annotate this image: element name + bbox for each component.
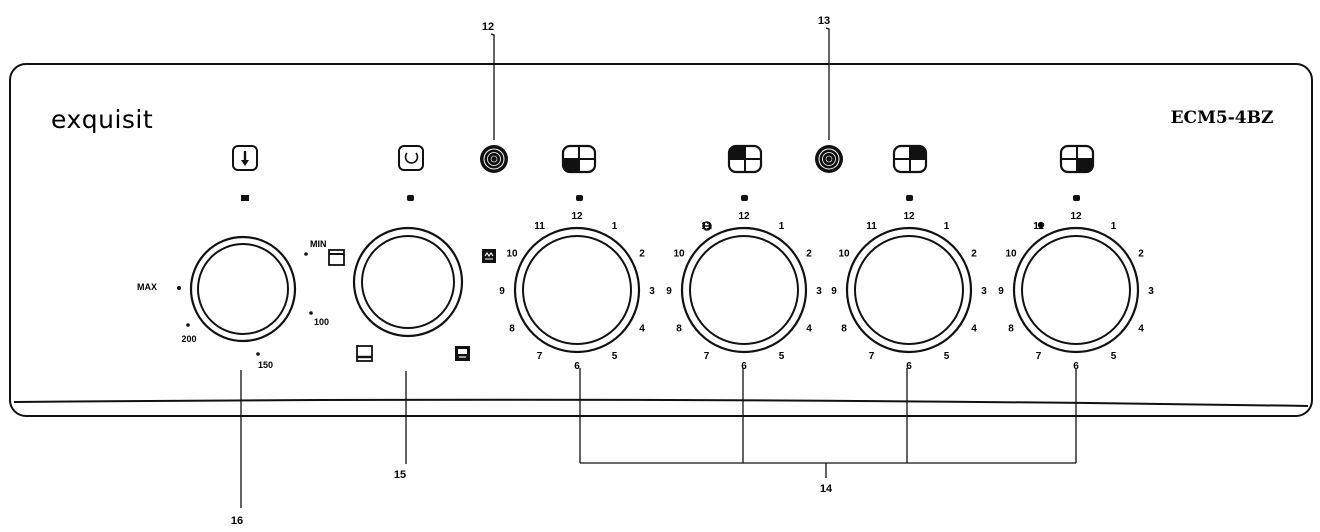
thermometer-icon: [232, 145, 258, 171]
callout-15: 15: [394, 469, 406, 481]
scale-number: 3: [649, 286, 655, 297]
scale-number: 4: [971, 324, 977, 335]
scale-number: 7: [869, 351, 875, 362]
scale-number: 10: [506, 249, 518, 260]
scale-number: 2: [639, 249, 645, 260]
thermostat-100-dot: [309, 311, 313, 315]
scale-number: 8: [676, 324, 682, 335]
scale-number: 12: [903, 211, 915, 222]
scale-number: 7: [537, 351, 543, 362]
leader-bracket-14: [579, 368, 1077, 478]
hotplate-knob-2[interactable]: [680, 226, 808, 354]
scale-number: 8: [509, 324, 515, 335]
scale-number: 1: [1111, 221, 1117, 232]
callout-14: 14: [820, 483, 833, 495]
scale-number: 1: [612, 221, 618, 232]
grill-function-icon: [482, 249, 496, 263]
scale-number: 9: [998, 286, 1004, 297]
indicator-mark-hotplate-1: [576, 195, 583, 201]
scale-number: 9: [831, 286, 837, 297]
callout-16: 16: [231, 515, 243, 527]
scale-number: 9: [666, 286, 672, 297]
thermostat-200-label: 200: [181, 334, 196, 344]
function-selector-knob[interactable]: [352, 226, 464, 338]
scale-number: 3: [981, 286, 987, 297]
callout-13: 13: [818, 15, 830, 27]
scale-number: 5: [612, 351, 618, 362]
scale-number: 12: [571, 211, 583, 222]
panel-bottom-edge: [13, 398, 1309, 407]
thermostat-min-dot: [304, 252, 308, 256]
scale-number: 4: [1138, 324, 1144, 335]
thermostat-100-label: 100: [314, 317, 329, 327]
hotplate-knob-4[interactable]: [1012, 226, 1140, 354]
off-marker-dot-icon: [1037, 221, 1045, 229]
scale-number: 8: [1008, 324, 1014, 335]
scale-number: 5: [1111, 351, 1117, 362]
thermostat-max-label: MAX: [137, 282, 157, 292]
scale-number: 2: [971, 249, 977, 260]
hotplate-knob-3[interactable]: [845, 226, 973, 354]
scale-number: 6: [906, 361, 912, 372]
scale-number: 5: [944, 351, 950, 362]
scale-number: 10: [673, 249, 685, 260]
scale-number: 10: [1005, 249, 1017, 260]
thermostat-knob[interactable]: [189, 235, 297, 343]
indicator-mark-thermostat: [241, 195, 249, 201]
scale-number: 2: [806, 249, 812, 260]
scale-number: 11: [1033, 221, 1044, 232]
off-marker-icon: [702, 221, 712, 231]
thermostat-150-dot: [256, 352, 260, 356]
indicator-lamp-12: [480, 145, 508, 173]
hotplate-front-right-icon: [1059, 144, 1095, 174]
scale-number: 3: [1148, 286, 1154, 297]
scale-number: 10: [838, 249, 850, 260]
scale-number: 8: [841, 324, 847, 335]
scale-number: 9: [499, 286, 505, 297]
scale-number: 3: [816, 286, 822, 297]
thermostat-200-dot: [186, 323, 190, 327]
indicator-mark-hotplate-3: [906, 195, 913, 201]
hotplate-rear-right-icon: [892, 144, 928, 174]
scale-number: 6: [574, 361, 580, 372]
scale-number: 6: [741, 361, 747, 372]
scale-number: 7: [1036, 351, 1042, 362]
scale-number: 12: [1070, 211, 1082, 222]
thermostat-150-label: 150: [258, 360, 273, 370]
scale-number: 11: [701, 221, 712, 232]
scale-number: 12: [738, 211, 750, 222]
function-selector-icon: [398, 145, 424, 171]
indicator-lamp-13: [815, 145, 843, 173]
top-bottom-heat-function-icon: [455, 346, 470, 361]
brand-logo: exquisit: [51, 105, 153, 134]
hotplate-knob-1[interactable]: [513, 226, 641, 354]
callout-12: 12: [482, 21, 494, 33]
model-number: ECM5-4BZ: [1171, 108, 1274, 128]
bottom-heat-function-icon: [356, 345, 373, 362]
scale-number: 7: [704, 351, 710, 362]
leader-line-13: [825, 27, 830, 140]
indicator-mark-function: [407, 195, 414, 201]
scale-number: 6: [1073, 361, 1079, 372]
scale-number: 5: [779, 351, 785, 362]
hotplate-front-left-icon: [561, 144, 597, 174]
scale-number: 1: [779, 221, 785, 232]
scale-number: 4: [639, 324, 645, 335]
hotplate-rear-left-icon: [727, 144, 763, 174]
hotplate-scale-numbers: 1234567891011121234567891011121234567891…: [499, 211, 1154, 372]
scale-number: 1: [944, 221, 950, 232]
thermostat-min-label: MIN: [310, 239, 327, 249]
leader-line-12: [490, 33, 495, 140]
scale-number: 4: [806, 324, 812, 335]
indicator-mark-hotplate-4: [1073, 195, 1080, 201]
panel-outline: [9, 63, 1313, 417]
indicator-mark-hotplate-2: [741, 195, 748, 201]
scale-number: 2: [1138, 249, 1144, 260]
scale-number: 11: [866, 221, 877, 232]
oven-light-icon: [328, 249, 345, 266]
scale-number: 11: [534, 221, 545, 232]
thermostat-max-dot: [177, 286, 181, 290]
